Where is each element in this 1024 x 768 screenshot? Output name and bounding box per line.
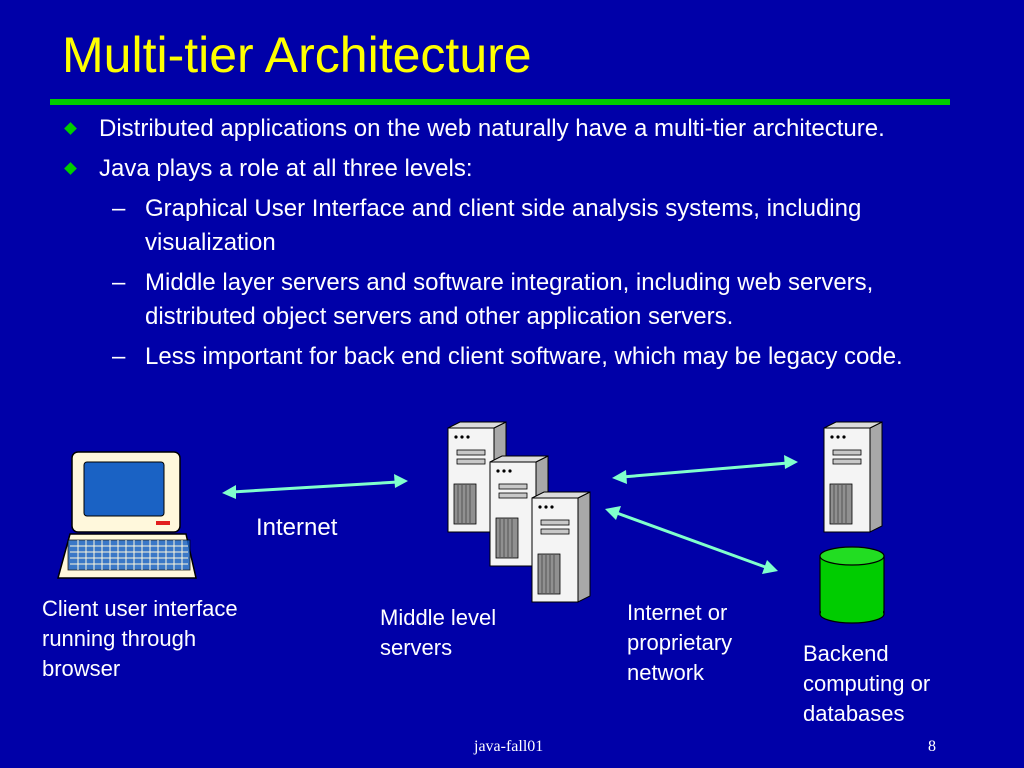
- footer-course: java-fall01: [474, 738, 544, 755]
- sub-bullet-item: – Less important for back end client sof…: [62, 340, 982, 374]
- database-arrow-icon: [605, 506, 778, 574]
- dash-bullet-icon: –: [112, 195, 126, 222]
- backend-server-icon: [823, 421, 883, 533]
- bullet-text: Distributed applications on the web natu…: [99, 115, 885, 142]
- sub-bullet-text: Graphical User Interface and client side…: [145, 195, 862, 256]
- dash-bullet-icon: –: [112, 269, 126, 296]
- slide-title: Multi-tier Architecture: [62, 27, 532, 83]
- sub-bullet-item: – Graphical User Interface and client si…: [62, 192, 982, 260]
- page-number: 8: [928, 738, 936, 755]
- bullet-text: Java plays a role at all three levels:: [99, 155, 473, 182]
- internet-arrow-icon: [222, 474, 408, 499]
- bullet-item: Java plays a role at all three levels:: [62, 152, 982, 186]
- network-arrow-icon: [612, 455, 798, 484]
- internet-label: Internet: [256, 514, 338, 541]
- middle-server-icon: [531, 491, 591, 603]
- sub-bullet-text: Middle layer servers and software integr…: [145, 269, 874, 330]
- database-icon: [819, 546, 885, 624]
- client-label: Client user interface running through br…: [42, 596, 238, 681]
- sub-bullet-item: – Middle layer servers and software inte…: [62, 266, 982, 334]
- backend-label: Backend computing or databases: [803, 641, 931, 726]
- client-computer-icon: [57, 451, 197, 579]
- bullet-item: Distributed applications on the web natu…: [62, 112, 982, 146]
- middle-servers-label: Middle level servers: [380, 605, 497, 660]
- dash-bullet-icon: –: [112, 343, 126, 370]
- sub-bullet-text: Less important for back end client softw…: [145, 343, 903, 370]
- title-rule: [50, 99, 950, 105]
- network-label: Internet or proprietary network: [627, 600, 733, 685]
- bullet-list: Distributed applications on the web natu…: [62, 112, 982, 380]
